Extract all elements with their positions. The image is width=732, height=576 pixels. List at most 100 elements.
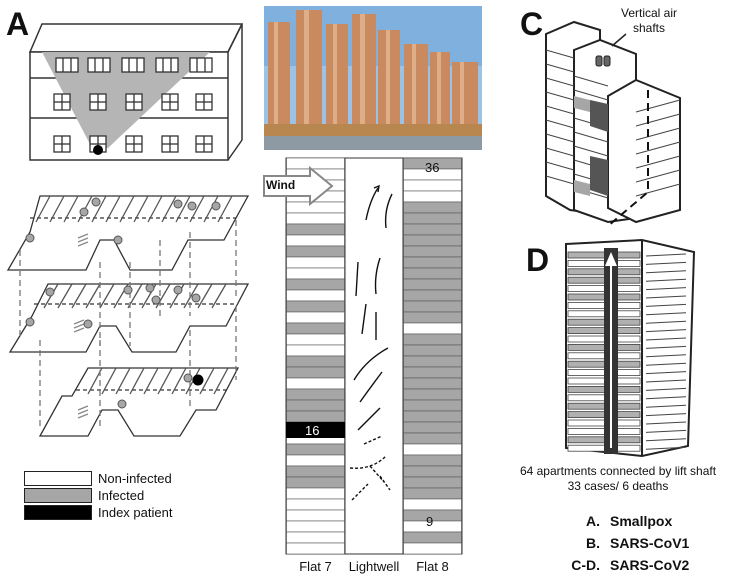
panel-label-d: D: [526, 242, 550, 278]
floor-cell: [286, 498, 345, 511]
floor-cell: [403, 256, 462, 269]
floor-cell: [403, 234, 462, 247]
legend-label-non-infected: Non-infected: [98, 471, 172, 486]
legend-row-non-infected: Non-infected: [24, 470, 172, 487]
floor-cell: [286, 465, 345, 478]
floor-cell: [286, 377, 345, 390]
shaft-label-line1: Vertical air: [620, 6, 678, 20]
floor-cell: [286, 410, 345, 423]
floor-cell: [286, 245, 345, 258]
facade-line: [645, 278, 687, 282]
floor-cell: [403, 410, 462, 423]
shaft-label-line2: shafts: [632, 21, 665, 35]
floor-cell: [403, 366, 462, 379]
floor-cell: [286, 278, 345, 291]
floor-cell: [286, 256, 345, 269]
key-disease-a: Smallpox: [610, 513, 673, 529]
floor-cell: [403, 322, 462, 335]
legend-swatch-white: [24, 471, 92, 486]
floor-cell: [286, 333, 345, 346]
legend-label-infected: Infected: [98, 488, 145, 503]
legend-swatch-grey: [24, 488, 92, 503]
facade-line: [645, 362, 687, 366]
panel-c-tower: [545, 20, 681, 224]
flat8-rows: [403, 157, 462, 555]
shaft-pointer: [611, 33, 627, 47]
floor-cell: [286, 509, 345, 522]
floor-cell: [403, 542, 462, 555]
floor-cell: [286, 355, 345, 368]
legend-label-index: Index patient: [98, 505, 173, 520]
floor-cell: [403, 432, 462, 445]
facade-line: [645, 320, 687, 324]
facade-line: [645, 413, 687, 417]
panel-d-caption: 64 apartments connected by lift shaft 33…: [506, 464, 730, 494]
floor-cell: [286, 454, 345, 467]
shaft-label: Vertical air shafts: [604, 6, 694, 36]
floor-cell: [286, 542, 345, 555]
floor-cell: [403, 344, 462, 357]
facade-line: [645, 312, 687, 316]
facade-line: [645, 371, 687, 375]
floor-cell: [286, 344, 345, 357]
floor-cell: [403, 311, 462, 324]
caption-line1: 64 apartments connected by lift shaft: [519, 464, 717, 478]
facade-line: [645, 387, 687, 391]
floor-cell: [403, 278, 462, 291]
col-label-lightwell: Lightwell: [348, 559, 400, 574]
floor-cell: [403, 355, 462, 368]
panel-b-photo: [264, 6, 482, 150]
floor-cell: [286, 267, 345, 280]
floor-cell: [403, 531, 462, 544]
floor-cell: [403, 267, 462, 280]
key-letter-a: A.: [586, 513, 600, 529]
panel-c-infected-floors: [574, 96, 608, 196]
floor-cell: [286, 443, 345, 456]
facade-line: [645, 253, 687, 257]
facade-line: [645, 379, 687, 383]
panel-a-floorplans: [6, 195, 250, 437]
floor-cell: [403, 300, 462, 313]
floor-cell: [403, 289, 462, 302]
floor-cell: [286, 388, 345, 401]
disease-key: A. Smallpox B. SARS-CoV1 C-D. SARS-CoV2: [556, 510, 689, 576]
facade-line: [645, 429, 687, 433]
key-row-a: A. Smallpox: [556, 510, 689, 532]
floor-cell: [286, 520, 345, 533]
floor-cell: [403, 465, 462, 478]
index-flat-cell: [286, 422, 345, 438]
key-disease-cd: SARS-CoV2: [610, 557, 690, 573]
flat8-top-number: 36: [425, 160, 440, 175]
floor-cell: [403, 223, 462, 236]
floor-cell: [286, 311, 345, 324]
floor-cell: [286, 322, 345, 335]
floor-cell: [403, 421, 462, 434]
facade-line: [645, 404, 687, 408]
floor-cell: [403, 333, 462, 346]
index-flat-number: 16: [305, 423, 320, 438]
floor-cell: [286, 201, 345, 214]
floor-cell: [286, 300, 345, 313]
floor-cell: [286, 531, 345, 544]
wind-label: Wind: [266, 178, 296, 192]
floor-cell: [286, 366, 345, 379]
floor-cell: [286, 289, 345, 302]
facade-line: [645, 446, 687, 450]
wind-arrow: [263, 165, 334, 207]
key-letter-b: B.: [586, 535, 600, 551]
lift-shaft-arrow: [605, 252, 617, 448]
key-row-cd: C-D. SARS-CoV2: [556, 554, 689, 576]
shaft-dashed-line: [607, 90, 649, 227]
facade-line: [645, 261, 687, 265]
floor-cell: [286, 399, 345, 412]
floor-cell: [403, 190, 462, 203]
airflow-arrows: [349, 184, 393, 501]
col-label-flat8: Flat 8: [416, 559, 449, 574]
floor-cell: [403, 212, 462, 225]
floor-cell: [403, 245, 462, 258]
floor-cell: [403, 399, 462, 412]
key-letter-cd: C-D.: [571, 557, 600, 573]
panel-label-a: A: [6, 6, 30, 42]
col-label-flat7: Flat 7: [299, 559, 332, 574]
